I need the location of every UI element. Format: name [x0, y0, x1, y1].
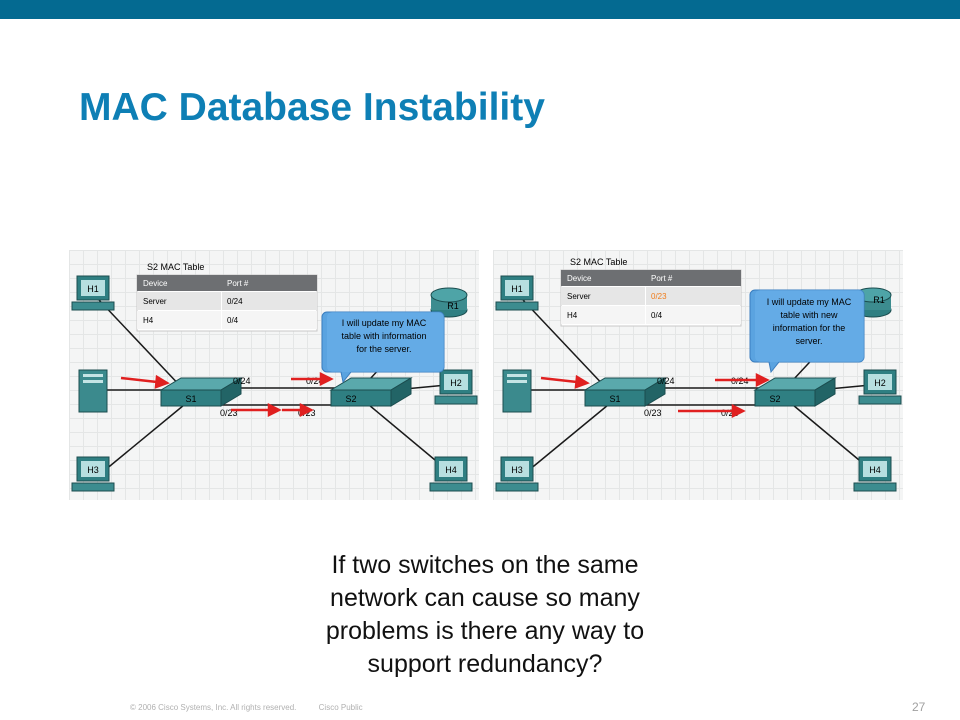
host-h1-icon [495, 275, 539, 311]
host-h1-icon [71, 275, 115, 311]
mac-table-cell: 0/4 [227, 316, 239, 325]
switch-label-s1: S1 [609, 394, 620, 404]
footer-classification: Cisco Public [318, 703, 363, 712]
slide-caption: If two switches on the same network can … [250, 549, 720, 681]
mac-table-cell: H4 [143, 316, 154, 325]
caption-line: If two switches on the same [331, 551, 639, 579]
host-h3-icon [71, 456, 115, 492]
caption-line: problems is there any way to [325, 617, 645, 645]
switch-label-s1: S1 [185, 394, 196, 404]
diagram-panel-before: H1 H3 R1 H2 [69, 250, 479, 500]
mac-table: S2 MAC Table Device Port # Server 0/24 H… [136, 262, 318, 332]
switch-s2-icon [753, 377, 837, 407]
mac-table-cell: Server [143, 297, 167, 306]
diagram-panel-after: H1 H3 R1 H2 H4 [493, 250, 903, 500]
caption-line: network can cause so many [330, 584, 640, 612]
router-icon [430, 287, 468, 318]
footer: © 2006 Cisco Systems, Inc. All rights re… [130, 703, 383, 712]
mac-table-cell: Server [567, 292, 591, 301]
host-h4-icon [853, 456, 897, 492]
switch-s1-icon [159, 377, 243, 407]
port-label-s1-bottom: 0/23 [220, 408, 238, 418]
callout-line: table with information [341, 331, 426, 341]
mac-table: S2 MAC Table Device Port # Server 0/23 H… [560, 257, 742, 327]
host-label-h4: H4 [869, 465, 881, 475]
callout-line: for the server. [356, 344, 411, 354]
mac-table-cell: H4 [567, 311, 578, 320]
mac-table-cell: 0/24 [227, 297, 243, 306]
port-label-s1-bottom: 0/23 [644, 408, 662, 418]
caption-line: support redundancy? [367, 650, 603, 678]
slide-title: MAC Database Instability [79, 86, 545, 129]
switch-s2-icon [329, 377, 413, 407]
switch-label-s2: S2 [769, 394, 780, 404]
switch-s1-icon [583, 377, 667, 407]
server-icon [502, 369, 532, 413]
host-label-h3: H3 [511, 465, 523, 475]
callout-line: I will update my MAC [342, 318, 427, 328]
host-h3-icon [495, 456, 539, 492]
top-banner [0, 0, 960, 19]
host-h4-icon [429, 456, 473, 492]
host-h2-icon [858, 369, 902, 405]
switch-label-s2: S2 [345, 394, 356, 404]
mac-table-header-port: Port # [651, 274, 673, 283]
mac-table-cell: 0/4 [651, 311, 663, 320]
footer-copyright: © 2006 Cisco Systems, Inc. All rights re… [130, 703, 297, 712]
mac-table-header-device: Device [567, 274, 592, 283]
speech-callout: I will update my MAC table with informat… [321, 311, 445, 384]
host-label-h2: H2 [450, 378, 462, 388]
port-label-s1-top: 0/24 [233, 376, 251, 386]
router-label: R1 [447, 301, 459, 311]
host-label-h1: H1 [511, 284, 523, 294]
server-icon [78, 369, 108, 413]
mac-table-title: S2 MAC Table [570, 257, 627, 267]
port-label-s2-bottom: 0/23 [721, 408, 739, 418]
callout-line: I will update my MAC [767, 297, 852, 307]
port-label-s2-top: 0/24 [306, 376, 324, 386]
mac-table-header-device: Device [143, 279, 168, 288]
port-label-s1-top: 0/24 [657, 376, 675, 386]
host-h2-icon [434, 369, 478, 405]
host-label-h3: H3 [87, 465, 99, 475]
mac-table-header-port: Port # [227, 279, 249, 288]
host-label-h1: H1 [87, 284, 99, 294]
callout-line: table with new [780, 310, 838, 320]
host-label-h4: H4 [445, 465, 457, 475]
speech-callout: I will update my MAC table with new info… [749, 289, 865, 374]
router-label: R1 [873, 295, 885, 305]
page-number: 27 [912, 700, 926, 714]
callout-line: server. [795, 336, 822, 346]
mac-table-title: S2 MAC Table [147, 262, 204, 272]
mac-table-cell-changed: 0/23 [651, 292, 667, 301]
host-label-h2: H2 [874, 378, 886, 388]
callout-line: information for the [773, 323, 846, 333]
